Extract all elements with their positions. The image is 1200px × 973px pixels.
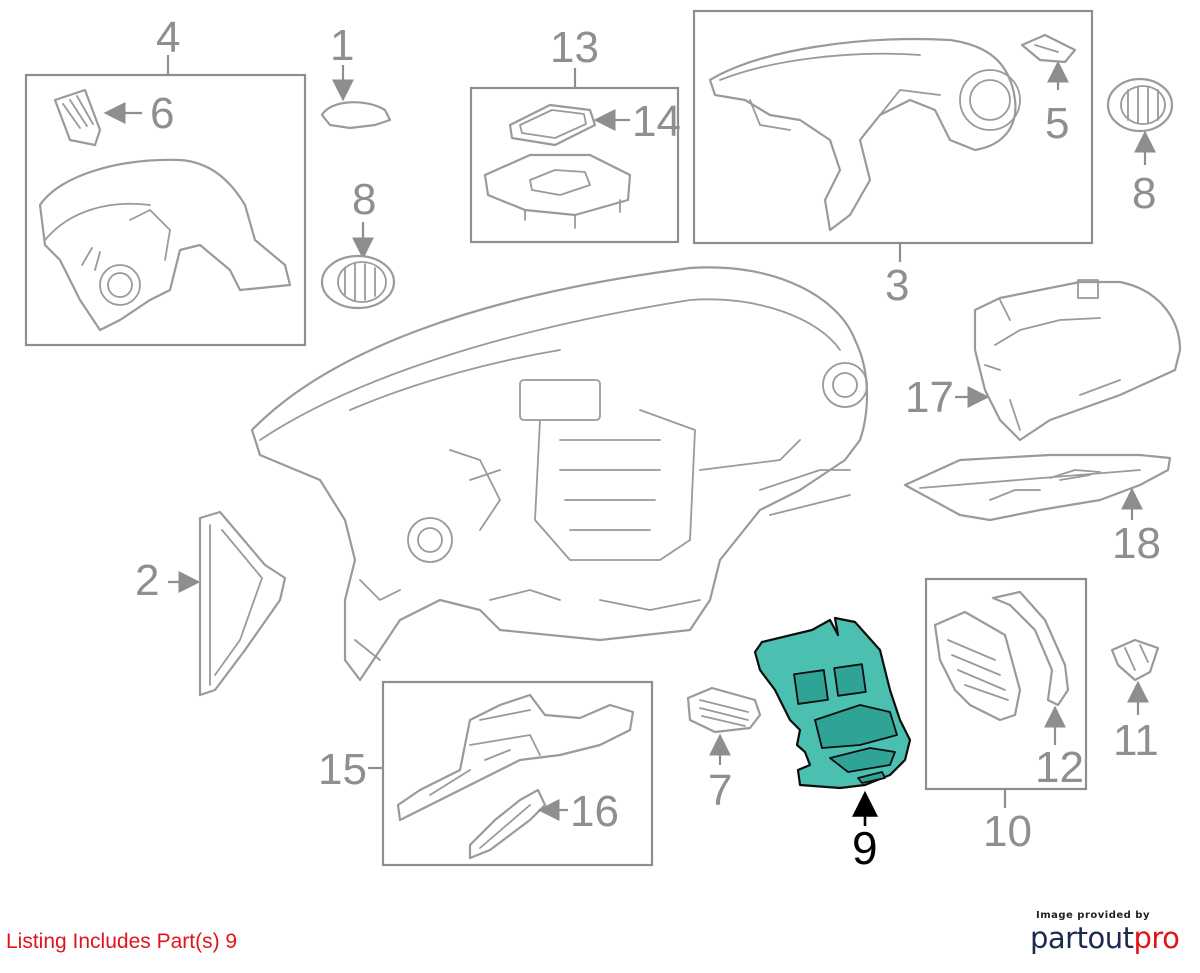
credit-caption: Image provided by (1036, 910, 1150, 921)
part-9-center-bezel (753, 616, 912, 790)
part-11-clip (1110, 638, 1160, 682)
group-3: 3 5 (692, 9, 1094, 310)
part-6-vent-trim (53, 88, 102, 147)
logo-main: partout (1030, 921, 1134, 955)
part-2-end-cap (198, 510, 287, 697)
callout-17: 17 (905, 373, 954, 422)
group-10: 10 12 (924, 577, 1088, 856)
part-8a-group: 8 (320, 175, 396, 310)
callout-8a: 8 (352, 175, 376, 224)
callout-16: 16 (570, 787, 619, 836)
group-15: 15 16 (318, 680, 654, 867)
callout-2: 2 (135, 556, 159, 605)
group-3-frame (692, 9, 1094, 245)
callout-6: 6 (150, 89, 174, 138)
logo-accent: pro (1133, 921, 1180, 955)
callout-8b: 8 (1132, 169, 1156, 218)
part-9-group: 9 (753, 616, 912, 874)
part-9-opening-2 (833, 663, 867, 697)
part-9-opening-1 (793, 669, 829, 705)
group-4-frame (24, 73, 307, 347)
listing-includes-note: Listing Includes Part(s) 9 (6, 930, 238, 953)
callout-3: 3 (885, 261, 909, 310)
part-18-group: 18 (903, 453, 1172, 568)
part-8a-round-vent (320, 254, 396, 310)
part-4-cluster-trim (38, 158, 292, 332)
part-3-pad-upper (708, 37, 1017, 232)
part-9-display-opening (814, 704, 898, 749)
part-17-glovebox (973, 280, 1182, 442)
part-9-lower-slot (829, 747, 896, 773)
callout-14: 14 (632, 97, 681, 146)
part-18-panel (903, 453, 1172, 522)
instrument-panel-main (250, 266, 869, 682)
callout-10: 10 (983, 807, 1032, 856)
group-13: 13 14 (469, 23, 681, 244)
callout-7: 7 (708, 766, 732, 815)
instrument-panel-body (250, 266, 869, 682)
part-15-lower-panel (396, 693, 635, 822)
callout-13: 13 (550, 23, 599, 72)
callout-9: 9 (852, 822, 878, 874)
callout-4: 4 (156, 13, 180, 62)
callout-15: 15 (318, 745, 367, 794)
part-11-group: 11 (1110, 638, 1160, 765)
part-1-group: 1 (320, 21, 392, 130)
group-4: 4 6 (24, 13, 307, 347)
part-13-console-tray (483, 153, 632, 217)
group-13-frame (469, 86, 680, 244)
callout-5: 5 (1045, 99, 1069, 148)
part-7-center-vent (686, 686, 762, 734)
part-1-cap (320, 101, 392, 130)
part-17-group: 17 (905, 279, 1182, 442)
parts-diagram: 4 6 1 8 13 14 (24, 9, 1182, 874)
group-15-frame (381, 680, 654, 867)
callout-18: 18 (1112, 519, 1161, 568)
partoutpro-logo: partoutpro (1030, 921, 1190, 955)
callout-11: 11 (1113, 716, 1159, 765)
part-2-group: 2 (135, 510, 287, 697)
callout-1: 1 (330, 21, 354, 70)
part-8b-group: 8 (1106, 77, 1174, 218)
image-credit: Image provided by partoutpro (1030, 910, 1190, 955)
part-7-group: 7 (686, 686, 762, 815)
callout-12: 12 (1035, 743, 1084, 792)
part-12-trim-strip (991, 590, 1070, 707)
